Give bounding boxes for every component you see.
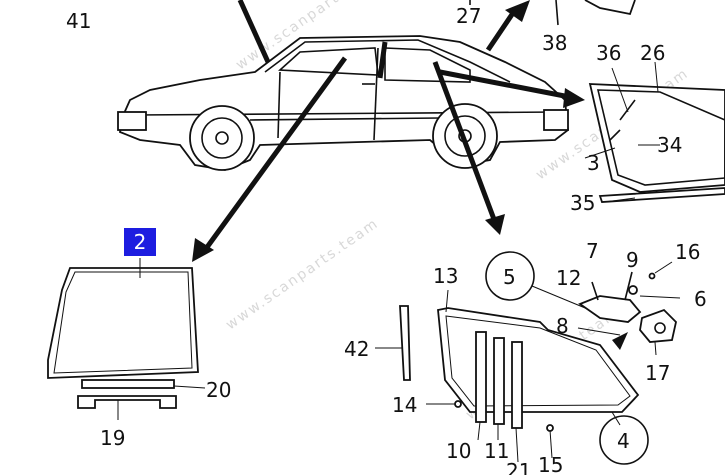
callout-15: 15 — [538, 453, 563, 475]
highlight-part-2[interactable]: 2 — [124, 228, 156, 256]
callout-42: 42 — [344, 337, 369, 361]
callout-5: 5 — [503, 265, 516, 289]
callout-38: 38 — [542, 31, 567, 55]
rear-side-window — [584, 61, 725, 203]
highlight-box[interactable] — [124, 228, 156, 256]
glass-channel-part-20 — [81, 379, 175, 389]
callout-35: 35 — [570, 191, 595, 215]
callout-20: 20 — [206, 378, 231, 402]
callout-16: 16 — [675, 240, 700, 264]
callout-27: 27 — [456, 4, 481, 28]
door-glass-part-2 — [47, 258, 206, 420]
callout-3: 3 — [587, 151, 600, 175]
callout-10: 10 — [446, 439, 471, 463]
callout-36: 36 — [596, 41, 621, 65]
callout-34: 34 — [657, 133, 682, 157]
callout-labels: 41 27 38 36 26 34 3 35 20 19 13 42 14 10… — [66, 4, 707, 475]
watermark: www.scanparts.team — [223, 215, 382, 333]
highlight-label[interactable]: 2 — [134, 230, 147, 254]
callout-26: 26 — [640, 41, 665, 65]
callout-8: 8 — [556, 314, 569, 338]
quarter-window-assembly — [375, 251, 649, 465]
callout-6: 6 — [694, 287, 707, 311]
top-right-trim — [469, 0, 636, 26]
callout-14: 14 — [392, 393, 417, 417]
callout-4: 4 — [617, 429, 630, 453]
lift-bracket-part-19 — [77, 395, 177, 409]
callout-21: 21 — [506, 459, 531, 475]
callout-circle-5 — [485, 251, 535, 301]
callout-41: 41 — [66, 9, 91, 33]
callout-9: 9 — [626, 248, 639, 272]
callout-7: 7 — [586, 239, 599, 263]
pointer-arrows — [192, 0, 585, 262]
callout-13: 13 — [433, 264, 458, 288]
latch-hardware — [531, 261, 681, 356]
callout-19: 19 — [100, 426, 125, 450]
callout-11: 11 — [484, 439, 509, 463]
car-illustration — [117, 35, 569, 171]
callout-17: 17 — [645, 361, 670, 385]
callout-circle-4 — [599, 415, 649, 465]
callout-12: 12 — [556, 266, 581, 290]
